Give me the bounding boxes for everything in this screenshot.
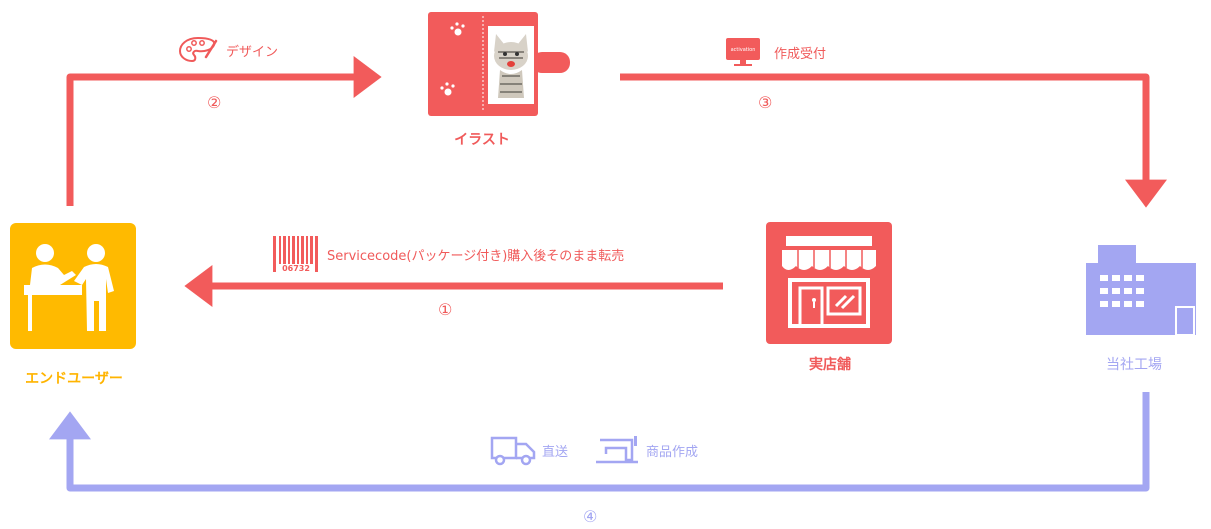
order-flow-label: activation 作成受付 bbox=[724, 36, 826, 68]
arrow-delivery bbox=[49, 392, 1150, 492]
store-title: 実店舗 bbox=[809, 357, 851, 373]
store-node bbox=[766, 222, 892, 344]
svg-text:activation: activation bbox=[731, 47, 756, 53]
delivery-flow-label: 直送 商品作成 bbox=[490, 434, 698, 466]
illustration-title: イラスト bbox=[454, 132, 510, 148]
building-icon bbox=[1086, 245, 1196, 336]
end-user-node bbox=[10, 223, 136, 349]
resale-step-number: ① bbox=[438, 300, 453, 319]
order-step-number: ③ bbox=[758, 93, 773, 112]
design-flow-label: デザイン bbox=[178, 35, 278, 65]
sewing-machine-icon bbox=[596, 436, 639, 464]
palette-icon bbox=[178, 36, 218, 63]
delivery-step-number: ④ bbox=[583, 507, 598, 526]
monitor-icon: activation bbox=[726, 38, 760, 66]
end-user-title: エンドユーザー bbox=[25, 371, 123, 387]
resale-flow-label: 06732 Servicecode(パッケージ付き)購入後そのまま転売 bbox=[273, 236, 624, 272]
reception-desk-icon bbox=[10, 223, 136, 349]
design-label: デザイン bbox=[226, 44, 279, 60]
factory-node bbox=[1084, 245, 1210, 336]
arrow-order bbox=[620, 73, 1167, 208]
order-label: 作成受付 bbox=[774, 46, 827, 62]
phone-case-illustration-icon bbox=[428, 12, 570, 116]
factory-title: 当社工場 bbox=[1106, 357, 1162, 373]
illustration-node bbox=[428, 12, 574, 116]
barcode-icon: 06732 bbox=[273, 236, 318, 272]
arrow-design bbox=[66, 56, 382, 206]
direct-delivery-label: 直送 bbox=[542, 444, 569, 460]
svg-text:06732: 06732 bbox=[282, 264, 310, 272]
storefront-icon bbox=[766, 222, 892, 344]
truck-icon bbox=[490, 436, 536, 466]
product-creation-label: 商品作成 bbox=[646, 444, 699, 460]
design-step-number: ② bbox=[207, 93, 222, 112]
resale-label: Servicecode(パッケージ付き)購入後そのまま転売 bbox=[327, 248, 625, 264]
